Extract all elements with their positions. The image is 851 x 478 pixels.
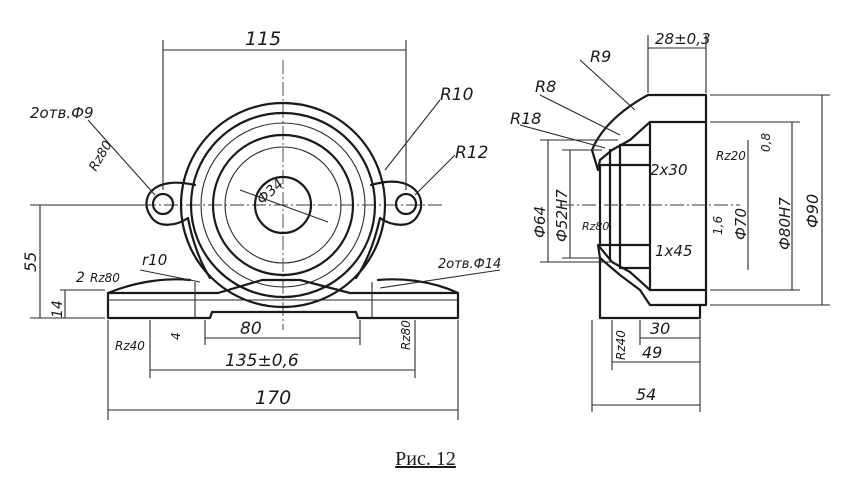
ring-5 (224, 146, 342, 264)
outer-ring (179, 101, 387, 309)
dim-135: 135±0,6 (225, 351, 299, 371)
dim-2: 2 (76, 270, 85, 286)
dim-30: 30 (650, 319, 670, 338)
ring-2 (189, 111, 377, 299)
base-plate (106, 278, 460, 320)
dia-90: Ф90 (803, 194, 822, 228)
rough-rz80-base: Rz80 (90, 271, 120, 285)
ring-4 (211, 133, 355, 277)
rough-rz40-bottom: Rz40 (115, 339, 145, 353)
dim-28: 28±0,3 (655, 30, 711, 48)
rough-0-8: 0,8 (759, 133, 773, 152)
dim-115: 115 (245, 28, 281, 50)
dim-80: 80 (240, 319, 262, 339)
foot-pads (106, 278, 460, 295)
dim-14: 14 (50, 300, 66, 318)
dia-70: Ф70 (732, 208, 750, 240)
label-2-holes-14: 2отв.Ф14 (438, 257, 501, 272)
dia-52: Ф52H7 (553, 189, 571, 242)
label-r8: R8 (535, 77, 556, 96)
front-dimensions (30, 40, 501, 420)
section-foot (598, 256, 702, 320)
label-bore-34: Ф34 (254, 176, 287, 208)
dim-49: 49 (642, 343, 662, 362)
label-r10-small: r10 (142, 251, 167, 269)
label-2-holes-9: 2отв.Ф9 (30, 104, 94, 122)
label-r9: R9 (590, 47, 611, 66)
mount-hole-right (394, 192, 418, 216)
front-view: 115 2отв.Ф9 Rz80 R10 R12 Ф34 55 14 2 Rz8… (21, 28, 501, 420)
dim-170: 170 (255, 387, 291, 409)
label-r10: R10 (440, 85, 473, 105)
bore-circle (253, 175, 313, 235)
chamfer-1x45: 1x45 (655, 242, 693, 260)
rough-rz40-section: Rz40 (614, 330, 628, 360)
ring-3 (200, 122, 366, 288)
dim-55: 55 (21, 252, 40, 272)
figure-caption: Рис. 12 (0, 448, 851, 471)
rough-rz80-right: Rz80 (399, 320, 413, 350)
chamfer-2x30: 2x30 (650, 161, 688, 179)
dim-54: 54 (636, 385, 656, 404)
dia-64: Ф64 (531, 206, 549, 238)
section-view: 28±0,3 R9 R8 R18 2x30 1x45 Rz20 0,8 1,6 … (510, 30, 830, 412)
dim-4: 4 (169, 332, 183, 340)
section-dimensions (519, 35, 830, 412)
dia-80: Ф80H7 (776, 197, 794, 250)
housing-outline (145, 180, 423, 280)
caption-text: Рис. 12 (395, 448, 456, 470)
rough-rz20: Rz20 (716, 149, 746, 163)
label-r18: R18 (510, 109, 541, 128)
section-top-wall (590, 93, 708, 172)
mount-hole-left (151, 192, 175, 216)
rough-rz80-hole: Rz80 (86, 138, 115, 174)
rough-rz80-left: Rz80 (582, 220, 609, 233)
label-r12: R12 (455, 143, 488, 163)
rough-1-6: 1,6 (711, 216, 725, 235)
